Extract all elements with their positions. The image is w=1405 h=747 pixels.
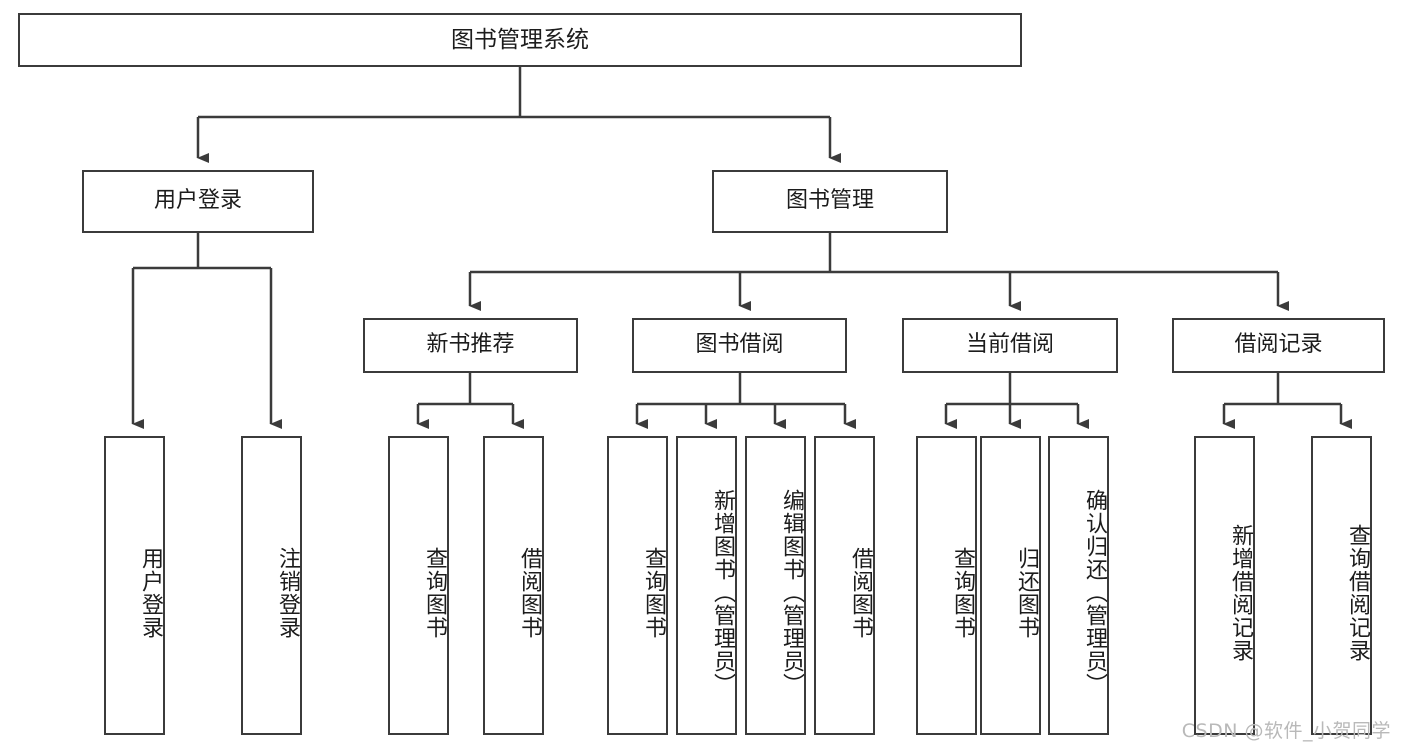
leaf-borrow-query-book[interactable]: 查询图书 bbox=[607, 436, 668, 735]
node-user-login[interactable]: 用户登录 bbox=[82, 170, 314, 233]
leaf-current-query-book-label: 查询图书 bbox=[950, 546, 975, 639]
leaf-logout[interactable]: 注销登录 bbox=[241, 436, 302, 735]
leaf-newbook-query-book-label: 查询图书 bbox=[422, 546, 447, 639]
leaf-newbook-borrow-book[interactable]: 借阅图书 bbox=[483, 436, 544, 735]
leaf-borrow-edit-book[interactable]: 编辑图书（管理员） bbox=[745, 436, 806, 735]
leaf-borrow-add-book-label: 新增图书（管理员） bbox=[710, 489, 735, 696]
node-book-borrow[interactable]: 图书借阅 bbox=[632, 318, 847, 373]
node-current-borrow[interactable]: 当前借阅 bbox=[902, 318, 1118, 373]
leaf-record-query-label: 查询借阅记录 bbox=[1345, 523, 1370, 662]
leaf-logout-label: 注销登录 bbox=[275, 546, 300, 639]
node-root-label: 图书管理系统 bbox=[451, 26, 589, 53]
node-borrow-record[interactable]: 借阅记录 bbox=[1172, 318, 1385, 373]
leaf-record-add-label: 新增借阅记录 bbox=[1228, 523, 1253, 662]
watermark: CSDN @软件_小贺同学 bbox=[1181, 720, 1391, 742]
node-root[interactable]: 图书管理系统 bbox=[18, 13, 1022, 67]
leaf-newbook-borrow-book-label: 借阅图书 bbox=[517, 546, 542, 639]
leaf-borrow-query-book-label: 查询图书 bbox=[641, 546, 666, 639]
node-current-borrow-label: 当前借阅 bbox=[965, 332, 1054, 358]
leaf-newbook-query-book[interactable]: 查询图书 bbox=[388, 436, 449, 735]
leaf-borrow-borrow-book[interactable]: 借阅图书 bbox=[814, 436, 875, 735]
leaf-record-query[interactable]: 查询借阅记录 bbox=[1311, 436, 1372, 735]
leaf-record-add[interactable]: 新增借阅记录 bbox=[1194, 436, 1255, 735]
node-book-borrow-label: 图书借阅 bbox=[695, 332, 784, 358]
node-new-book-recommend-label: 新书推荐 bbox=[426, 332, 515, 358]
node-new-book-recommend[interactable]: 新书推荐 bbox=[363, 318, 578, 373]
leaf-current-confirm-return-label: 确认归还（管理员） bbox=[1082, 489, 1107, 696]
node-user-login-label: 用户登录 bbox=[153, 188, 242, 214]
leaf-borrow-add-book[interactable]: 新增图书（管理员） bbox=[676, 436, 737, 735]
leaf-borrow-edit-book-label: 编辑图书（管理员） bbox=[779, 489, 804, 696]
node-book-manage[interactable]: 图书管理 bbox=[712, 170, 948, 233]
leaf-current-return-book-label: 归还图书 bbox=[1014, 546, 1039, 639]
node-borrow-record-label: 借阅记录 bbox=[1234, 332, 1323, 358]
leaf-current-confirm-return[interactable]: 确认归还（管理员） bbox=[1048, 436, 1109, 735]
leaf-borrow-borrow-book-label: 借阅图书 bbox=[848, 546, 873, 639]
leaf-current-query-book[interactable]: 查询图书 bbox=[916, 436, 977, 735]
leaf-current-return-book[interactable]: 归还图书 bbox=[980, 436, 1041, 735]
node-book-manage-label: 图书管理 bbox=[785, 188, 874, 214]
leaf-user-login[interactable]: 用户登录 bbox=[104, 436, 165, 735]
leaf-user-login-label: 用户登录 bbox=[138, 546, 163, 639]
